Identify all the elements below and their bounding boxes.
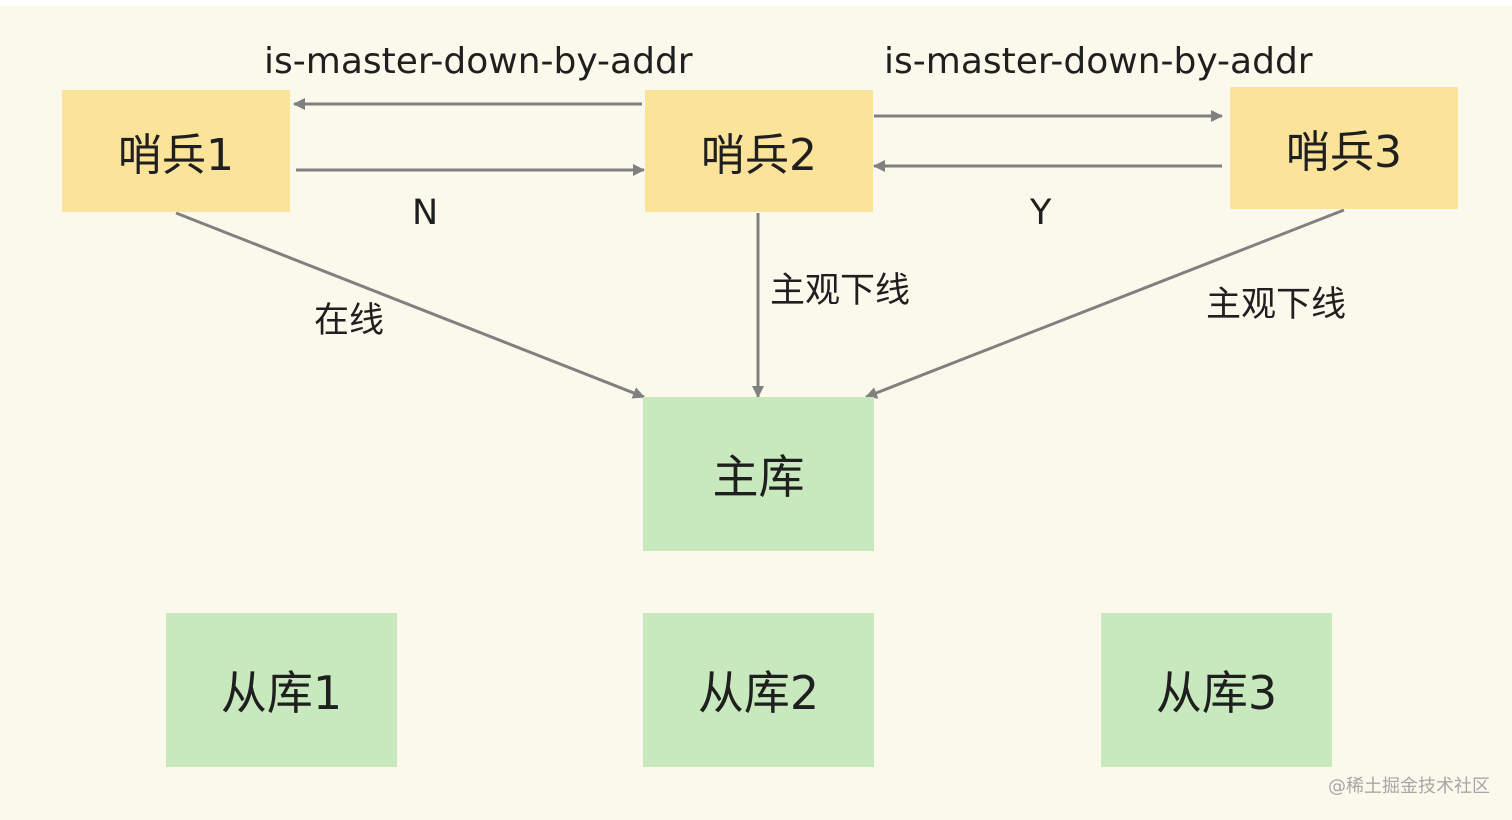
reply-label-y: Y (1030, 193, 1052, 233)
reply-label-n: N (412, 193, 439, 233)
replica-3-node: 从库3 (1101, 613, 1332, 767)
sentinel-2-label: 哨兵2 (701, 130, 817, 181)
command-label-right: is-master-down-by-addr (884, 41, 1313, 82)
sentinel-1-node: 哨兵1 (62, 90, 290, 212)
arrow-s1-to-master (175, 211, 645, 399)
sentinel-2-node: 哨兵2 (645, 90, 873, 212)
status-label-sentinel-1: 在线 (314, 301, 385, 341)
arrow-s3-to-master (865, 208, 1345, 399)
status-label-sentinel-2: 主观下线 (770, 271, 911, 311)
sentinel-3-node: 哨兵3 (1230, 87, 1458, 209)
replica-3-label: 从库3 (1155, 666, 1278, 720)
sentinel-3-label: 哨兵3 (1286, 127, 1402, 178)
replica-1-label: 从库1 (220, 666, 343, 720)
command-label-left: is-master-down-by-addr (264, 41, 693, 82)
status-label-sentinel-3: 主观下线 (1206, 285, 1347, 325)
replica-2-label: 从库2 (697, 666, 820, 720)
replica-2-node: 从库2 (643, 613, 874, 767)
replica-1-node: 从库1 (166, 613, 397, 767)
sentinel-1-label: 哨兵1 (118, 130, 234, 181)
master-db-node: 主库 (643, 397, 874, 551)
master-db-label: 主库 (712, 450, 805, 504)
watermark-text: @稀土掘金技术社区 (1328, 776, 1490, 797)
